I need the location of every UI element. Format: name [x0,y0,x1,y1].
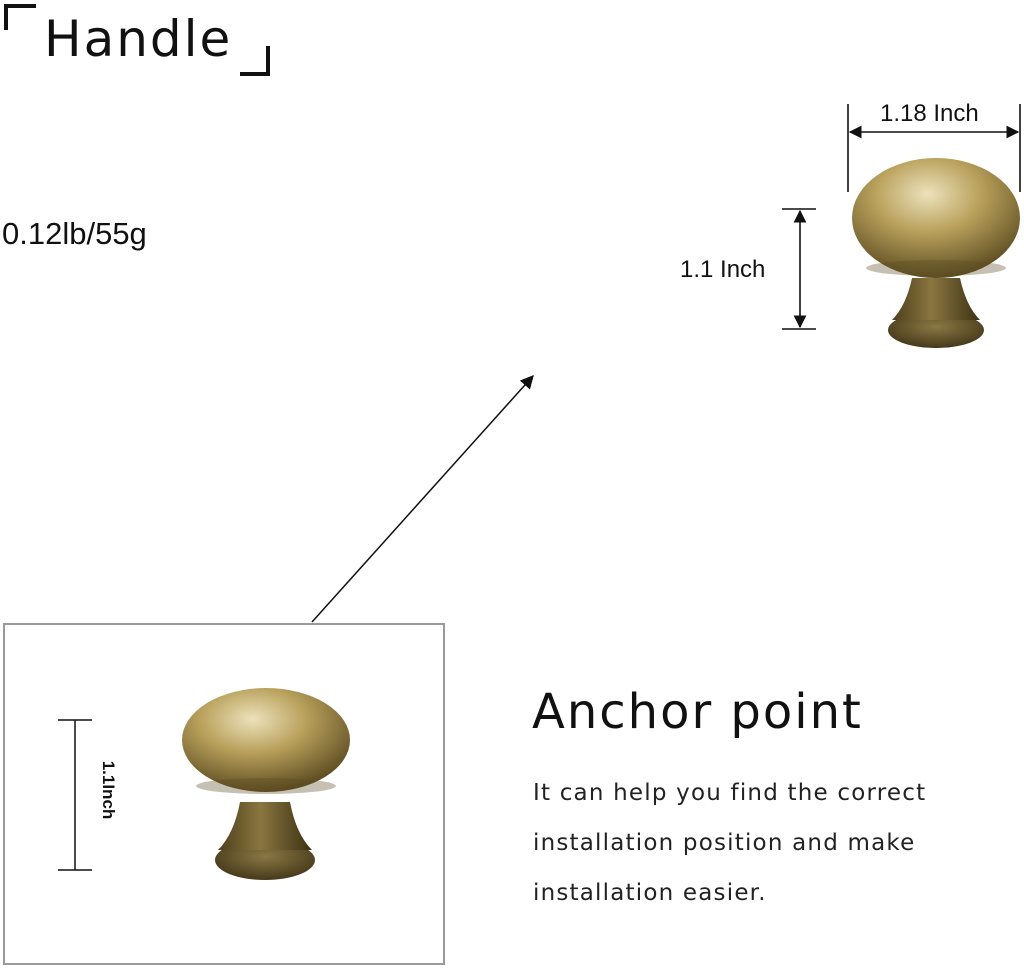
inset-height-label: 1.1Inch [99,760,118,820]
feature-description: It can help you find the correct install… [533,780,927,906]
inset-frame [3,623,445,965]
knob-image [852,158,1020,348]
page-title: Handle [44,10,233,68]
inset-knob-image [58,688,350,880]
feature-title: Anchor point [532,684,863,740]
title-bracket-icon [4,4,270,76]
weight-spec: 0.12lb/55g [2,216,147,251]
width-label: 1.18 Inch [880,100,979,127]
height-label: 1.1 Inch [680,256,766,283]
